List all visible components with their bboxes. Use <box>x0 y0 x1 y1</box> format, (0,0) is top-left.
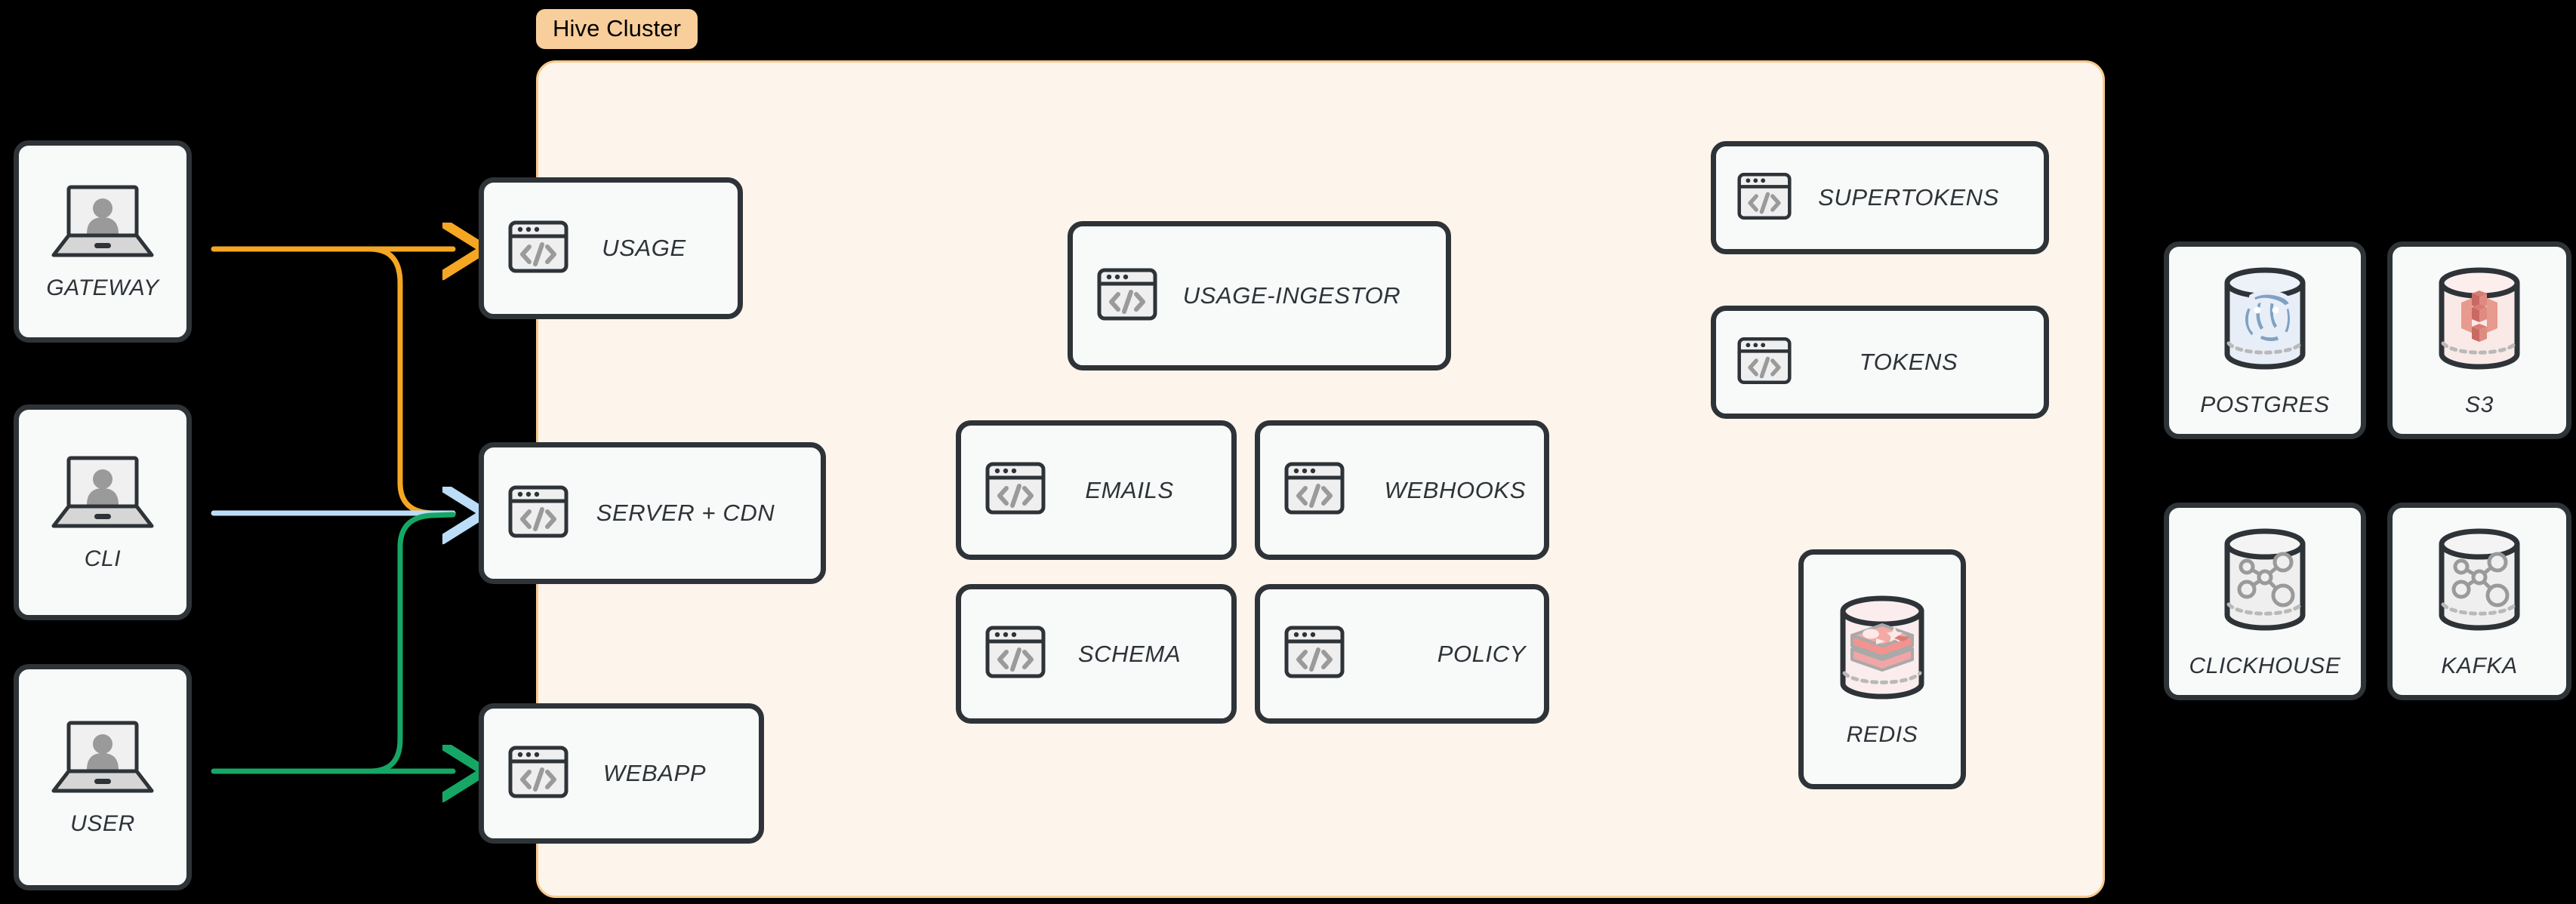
node-clickhouse[interactable]: CLICKHOUSE <box>2164 503 2366 700</box>
node-usage[interactable]: USAGE <box>479 177 743 319</box>
code-window-icon <box>985 622 1046 686</box>
node-gateway[interactable]: GATEWAY <box>14 140 192 343</box>
redis-cylinder-icon <box>1829 592 1935 707</box>
edge-gateway-to-server-cdn <box>367 246 456 516</box>
laptop-user-icon <box>48 454 158 536</box>
node-label: WEBAPP <box>602 760 707 786</box>
postgres-cylinder-icon <box>2214 263 2316 377</box>
node-webapp[interactable]: WEBAPP <box>479 703 764 844</box>
node-schema[interactable]: SCHEMA <box>956 584 1237 724</box>
node-postgres[interactable]: POSTGRES <box>2164 241 2366 439</box>
node-server-cdn[interactable]: SERVER + CDN <box>479 442 826 584</box>
node-label: GATEWAY <box>46 275 159 300</box>
node-emails[interactable]: EMAILS <box>956 420 1237 560</box>
node-label: POSTGRES <box>2200 392 2330 417</box>
node-label: REDIS <box>1846 721 1918 747</box>
code-window-icon <box>508 742 569 806</box>
node-redis[interactable]: REDIS <box>1798 549 1966 789</box>
code-window-icon <box>1284 458 1345 522</box>
node-label: USAGE <box>602 235 686 261</box>
code-window-icon <box>508 217 569 281</box>
node-cli[interactable]: CLI <box>14 404 192 620</box>
node-usage-ingestor[interactable]: USAGE-INGESTOR <box>1068 221 1451 371</box>
code-window-icon <box>985 458 1046 522</box>
node-label: USAGE-INGESTOR <box>1182 282 1401 309</box>
node-label: KAFKA <box>2441 653 2518 678</box>
node-label: WEBHOOKS <box>1384 476 1526 503</box>
node-label: POLICY <box>1437 640 1526 667</box>
laptop-user-icon <box>48 183 158 265</box>
node-user[interactable]: USER <box>14 664 192 890</box>
laptop-user-icon <box>48 718 158 801</box>
code-window-icon <box>1097 264 1157 328</box>
node-label: TOKENS <box>1859 349 1958 375</box>
node-label: S3 <box>2465 392 2494 417</box>
graph-cylinder-icon <box>2214 524 2316 638</box>
hive-cluster-badge: Hive Cluster <box>536 9 698 49</box>
code-window-icon <box>1284 622 1345 686</box>
s3-cylinder-icon <box>2428 263 2531 377</box>
code-window-icon <box>508 481 569 546</box>
node-label: SERVER + CDN <box>596 500 775 526</box>
node-label: SUPERTOKENS <box>1818 184 1999 211</box>
node-kafka[interactable]: KAFKA <box>2387 503 2571 700</box>
node-label: CLI <box>84 546 122 571</box>
node-label: USER <box>70 810 135 836</box>
node-policy[interactable]: POLICY <box>1255 584 1549 724</box>
edge-user-to-server-cdn <box>367 512 456 774</box>
code-window-icon <box>1737 334 1792 392</box>
code-window-icon <box>1737 169 1792 227</box>
node-s3[interactable]: S3 <box>2387 241 2571 439</box>
node-label: CLICKHOUSE <box>2189 653 2341 678</box>
node-tokens[interactable]: TOKENS <box>1711 306 2049 419</box>
node-label: SCHEMA <box>1077 640 1182 667</box>
node-webhooks[interactable]: WEBHOOKS <box>1255 420 1549 560</box>
graph-cylinder-icon <box>2428 524 2531 638</box>
node-label: EMAILS <box>1085 476 1174 503</box>
node-supertokens[interactable]: SUPERTOKENS <box>1711 141 2049 254</box>
